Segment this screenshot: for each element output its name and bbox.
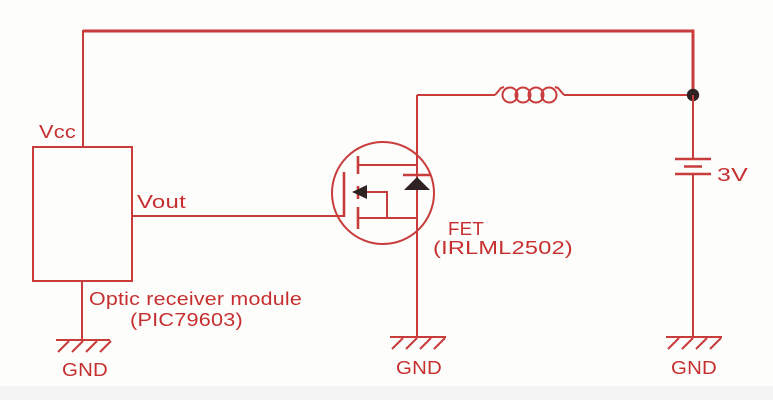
module-part-label: (PIC79603): [130, 310, 243, 330]
inductor-loop-3: [527, 86, 545, 104]
inductor-entry: [494, 86, 505, 96]
fet-name-label: FET: [448, 219, 484, 239]
gnd-label-mid: GND: [396, 358, 442, 378]
module-name-label: Optic receiver module: [89, 289, 302, 309]
scan-edge-tint: [0, 386, 773, 400]
body-diode-triangle-icon: [404, 177, 430, 190]
inductor-exit: [554, 86, 565, 96]
ground-symbol-right: [666, 336, 722, 350]
fet-part-label: (IRLML2502): [433, 238, 573, 258]
inductor-loop-4: [540, 86, 558, 104]
inductor-loop-2: [514, 86, 532, 104]
vcc-top-rail-wire: [83, 29, 695, 96]
inductor-loop-1: [501, 86, 519, 104]
gnd-label-right: GND: [671, 358, 717, 378]
optic-receiver-module-box: [32, 146, 133, 282]
fet-body-link-wire: [366, 191, 388, 218]
battery-voltage-label: 3V: [717, 165, 748, 185]
vout-pin-label: Vout: [137, 192, 186, 212]
fet-body-arrow-icon: [352, 185, 367, 199]
fet-body-circle: [331, 141, 435, 245]
ground-symbol-left: [56, 339, 112, 353]
ground-symbol-mid: [390, 336, 446, 350]
vcc-pin-label: Vcc: [39, 122, 76, 142]
gnd-label-left: GND: [62, 360, 108, 380]
